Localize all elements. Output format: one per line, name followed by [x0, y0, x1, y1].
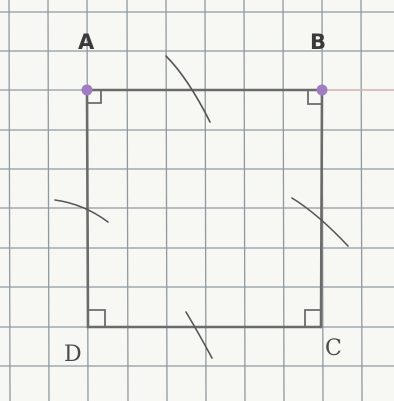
right-angle-mark-c: [304, 309, 320, 326]
vertex-label-c: C: [325, 336, 342, 361]
grid-line-vertical: [360, 0, 363, 401]
tick-mark-cd: [185, 311, 213, 359]
grid-line-vertical: [165, 0, 168, 401]
point-a: [81, 84, 93, 96]
grid-line-vertical: [126, 0, 129, 401]
grid-line-vertical: [243, 0, 246, 401]
equal-side-ticks: [54, 55, 349, 359]
point-b: [316, 84, 328, 96]
right-angle-mark-a: [88, 91, 102, 104]
tick-mark-ab: [165, 55, 211, 123]
grid-line-vertical: [204, 0, 207, 401]
grid-line-vertical: [47, 0, 50, 401]
vertex-label-d: D: [64, 342, 82, 367]
side-da: [85, 88, 90, 329]
right-angle-mark-d: [89, 309, 106, 326]
grid-line-vertical: [8, 0, 11, 401]
side-bc: [319, 88, 324, 329]
tick-mark-da: [54, 199, 109, 223]
grid-line-vertical: [282, 0, 285, 401]
right-angle-marks: [88, 91, 321, 326]
vertex-label-a: A: [78, 30, 95, 54]
vertex-label-b: B: [310, 30, 326, 54]
right-angle-mark-b: [307, 91, 321, 105]
tick-mark-bc: [291, 197, 349, 247]
square-shape: [85, 88, 324, 329]
